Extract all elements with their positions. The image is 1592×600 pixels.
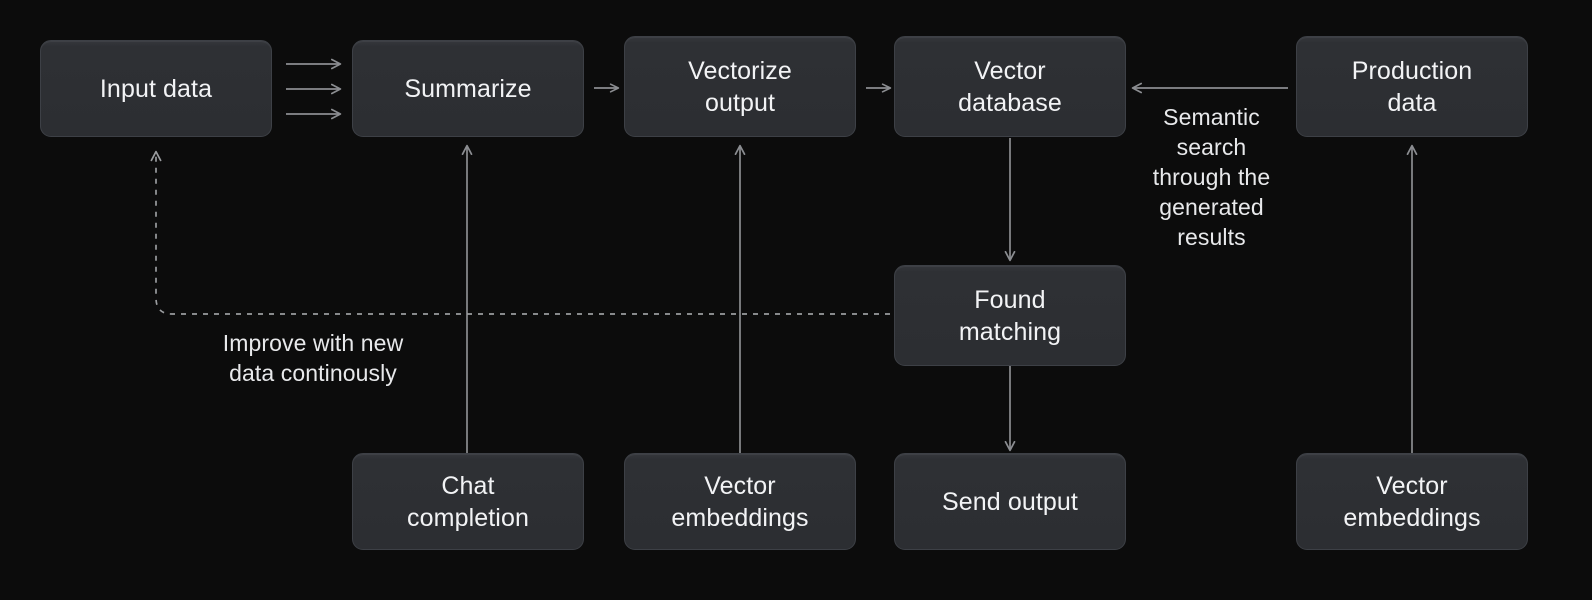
node-production-data-line-2: data [1387,88,1437,117]
semantic-search-label-line-4: generated [1159,193,1264,220]
node-chat-completion-line-1: Chat [441,471,495,500]
node-vector-database-line-1: Vector [974,56,1046,85]
node-found-matching[interactable]: Found matching [894,265,1126,366]
node-chat-completion-line-2: completion [407,503,529,532]
node-vectorize-output[interactable]: Vectorize output [624,36,856,137]
node-vector-embeddings-right-line-1: Vector [1376,471,1448,500]
improve-label-line-2: data continously [229,359,397,386]
node-vectorize-output-line-1: Vectorize [688,56,792,85]
node-vector-embeddings-mid-line-2: embeddings [671,503,809,532]
node-vector-database-line-2: database [958,88,1062,117]
node-found-matching-line-2: matching [958,317,1062,346]
node-production-data-line-1: Production [1351,56,1473,85]
node-send-output-line-1: Send output [942,487,1078,516]
semantic-search-label: Semantic search through the generated re… [1133,103,1290,252]
node-vector-embeddings-right-line-2: embeddings [1343,503,1481,532]
node-found-matching-line-1: Found [974,285,1046,314]
node-vector-database[interactable]: Vector database [894,36,1126,137]
improve-label-line-1: Improve with new [222,330,404,356]
node-production-data[interactable]: Production data [1296,36,1528,137]
semantic-search-label-line-3: through the [1152,163,1271,190]
edge-found-to-input-feedback [150,150,890,315]
semantic-search-label-line-1: Semantic [1163,104,1260,130]
node-vector-embeddings-right[interactable]: Vector embeddings [1296,453,1528,550]
semantic-search-label-line-2: search [1176,133,1247,160]
node-summarize-line-1: Summarize [404,74,532,103]
node-input-data[interactable]: Input data [40,40,272,137]
node-chat-completion[interactable]: Chat completion [352,453,584,550]
node-send-output[interactable]: Send output [894,453,1126,550]
improve-with-new-data-label: Improve with new data continously [185,329,441,389]
node-vector-embeddings-mid[interactable]: Vector embeddings [624,453,856,550]
node-vectorize-output-line-2: output [704,88,776,117]
node-summarize[interactable]: Summarize [352,40,584,137]
semantic-search-label-line-5: results [1177,223,1246,250]
node-vector-embeddings-mid-line-1: Vector [704,471,776,500]
node-input-data-line-1: Input data [99,74,213,103]
